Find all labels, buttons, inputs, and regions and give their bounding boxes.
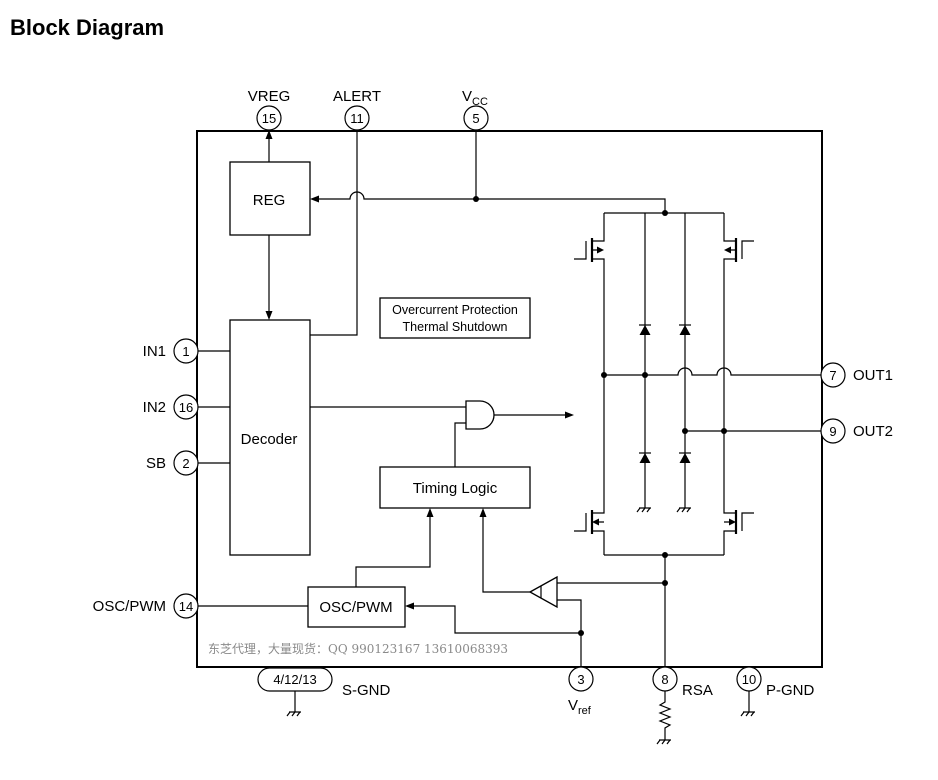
pin-10-number: 10 [742,672,756,687]
out2-junction-right [721,428,727,434]
vreg-arrow-icon [265,130,273,139]
alert-wire [310,130,358,336]
protection-line-1: Overcurrent Protection [392,303,518,317]
out2-label: OUT2 [853,423,893,440]
osc-pwm-block-label: OSC/PWM [319,599,392,616]
protection-line-2: Thermal Shutdown [403,320,508,334]
rsa-label: RSA [682,682,713,699]
decoder-block-label: Decoder [241,431,298,448]
decoder-block [229,319,311,556]
reg-block-label: REG [253,192,286,209]
diode-top-right-icon [679,324,691,335]
out1-label: OUT1 [853,367,893,384]
pin-1-number: 1 [182,344,189,359]
reg-input-arrow-icon [310,195,319,203]
vref-label: Vref [568,697,592,717]
comparator-ref-wire [557,599,582,667]
gate-output-arrow-icon [565,411,574,419]
vcc-label-main: V [462,88,472,105]
diode-left-ground-icon [636,507,651,513]
pin-3-number: 3 [577,672,584,687]
decoder-input-arrow-icon [265,311,273,320]
diagram-title: Block Diagram [10,15,164,40]
pin-5-number: 5 [472,111,479,126]
in1-label: IN1 [143,343,166,360]
out2-junction-diode [682,428,688,434]
vcc-rail-wire [316,191,666,213]
diode-top-left-icon [639,324,651,335]
out1-wire [604,367,821,376]
rsa-ground-icon [656,739,671,745]
diode-bottom-right-icon [679,452,691,463]
vref-to-osc-wire [411,605,581,634]
pin-8-number: 8 [661,672,668,687]
vcc-label: VCC [462,88,488,108]
timing-input-2-arrow-icon [479,508,487,517]
timing-to-gate-wire [454,422,466,467]
in2-label: IN2 [143,399,166,416]
pin-9-number: 9 [829,424,836,439]
timing-logic-label: Timing Logic [413,480,498,497]
pin-14-number: 14 [179,599,193,614]
vcc-label-sub: CC [472,96,488,108]
pin-15-number: 15 [262,111,276,126]
pgnd-ground-icon [740,711,755,717]
diode-bottom-left-icon [639,452,651,463]
and-gate-icon [465,400,495,430]
rsa-sense-junction [662,580,668,586]
sgnd-label: S-GND [342,682,391,699]
osc-pwm-pin-label: OSC/PWM [93,598,166,615]
pin-2-number: 2 [182,456,189,471]
protection-block [379,297,531,339]
alert-label: ALERT [333,88,381,105]
vref-label-main: V [568,697,578,714]
sgnd-ground-icon [286,711,301,717]
osc-ref-arrow-icon [405,602,414,610]
pin-11-number: 11 [350,111,364,126]
ic-outline [196,130,823,668]
vref-label-sub: ref [578,705,592,717]
bridge-left-leg [592,213,605,555]
pin-7-number: 7 [829,368,836,383]
comparator-to-timing-wire [482,514,530,593]
fet-top-right-icon [724,238,754,262]
reg-block [229,161,311,236]
osc-to-timing-wire [355,514,431,587]
comparator-icon [528,575,558,609]
timing-input-arrow-icon [426,508,434,517]
fet-top-left-icon [574,238,604,262]
fet-bottom-right-icon [724,510,754,534]
pin-4-12-13-number: 4/12/13 [273,672,316,687]
diode-right-ground-icon [676,507,691,513]
vreg-label: VREG [248,88,291,105]
sb-label: SB [146,455,166,472]
out1-junction-diode [642,372,648,378]
out1-junction-left [601,372,607,378]
pgnd-label: P-GND [766,682,815,699]
fet-bottom-left-icon [574,510,604,534]
pin-16-number: 16 [179,400,193,415]
rsa-resistor [658,691,672,740]
bridge-right-leg [723,213,736,555]
osc-pwm-block [307,586,406,628]
watermark-text: 东芝代理，大量现货：QQ 990123167 13610068393 [208,641,508,656]
